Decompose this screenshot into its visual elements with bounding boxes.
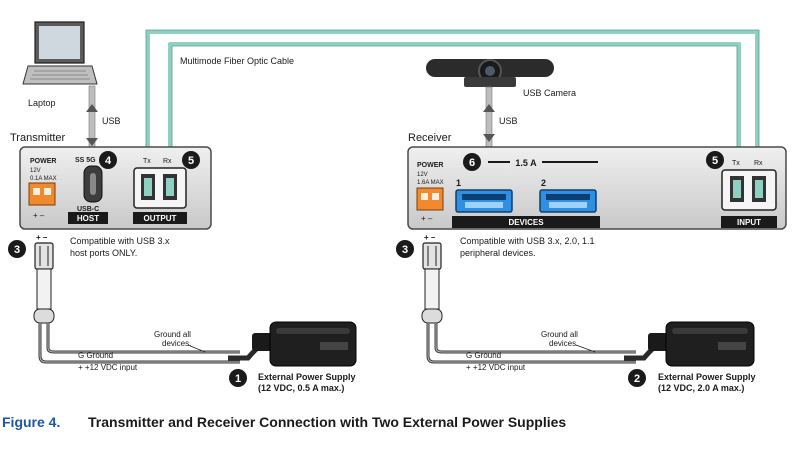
svg-text:5: 5	[712, 155, 718, 167]
usb-label-right: USB	[499, 116, 518, 126]
rx-port2-label: 2	[541, 178, 546, 188]
right-ground-all-1: Ground all	[541, 330, 578, 339]
rx-port1-label: 1	[456, 178, 461, 188]
usb-label-left: USB	[102, 116, 121, 126]
rx-input-label-box	[721, 216, 777, 228]
rx-usb-port-1	[455, 189, 513, 213]
svg-text:1: 1	[235, 373, 241, 385]
laptop-icon	[22, 21, 98, 85]
usb-cable-right	[483, 86, 495, 154]
rx-devices-label-box	[452, 216, 600, 228]
left-supply-title: External Power Supply	[258, 372, 356, 382]
tx-output-label: OUTPUT	[144, 214, 177, 223]
tx-power-terminal	[28, 182, 56, 206]
left-g-ground: G Ground	[78, 351, 113, 360]
right-supply-spec: (12 VDC, 2.0 A max.)	[658, 383, 744, 393]
tx-note-line1: Compatible with USB 3.x	[70, 236, 170, 246]
svg-text:5: 5	[188, 155, 194, 167]
rx-power-spec-1: 12V	[417, 172, 428, 178]
left-supply-spec: (12 VDC, 0.5 A max.)	[258, 383, 344, 393]
right-ground-all-2: devices.	[549, 339, 578, 348]
tx-power-label: POWER	[30, 158, 56, 165]
right-g-ground: G Ground	[466, 351, 501, 360]
figure-caption: Figure 4. Transmitter and Receiver Conne…	[0, 414, 795, 434]
tx-note-line2: host ports ONLY.	[70, 248, 137, 258]
fiber-cable-rx	[168, 42, 741, 190]
transmitter-panel: POWER 12V 0.1A MAX + – SS 5G USB-C HOST …	[19, 146, 212, 230]
right-power-wiring: + – Ground all devices. G Ground + +12 V…	[421, 233, 636, 372]
tx-usb-port-text: SS 5G	[75, 157, 96, 164]
callout-3-right: 3	[396, 240, 414, 258]
left-power-supply	[228, 321, 357, 367]
right-supply-title: External Power Supply	[658, 372, 756, 382]
tx-power-spec-1: 12V	[30, 168, 41, 174]
svg-text:3: 3	[14, 244, 20, 256]
callout-4: 4	[99, 151, 117, 169]
rx-rx-label: Rx	[754, 160, 763, 167]
tx-terminal-polarity: + –	[33, 211, 45, 220]
rx-input-label: INPUT	[737, 218, 761, 227]
rx-terminal-polarity: + –	[421, 214, 433, 223]
usb-camera-label: USB Camera	[523, 88, 576, 98]
svg-text:6: 6	[469, 157, 475, 169]
figure-title: Transmitter and Receiver Connection with…	[88, 414, 567, 430]
left-power-wiring: + – Ground all devices. G Ground + +12 V…	[33, 233, 240, 372]
rx-power-terminal	[416, 187, 444, 211]
rx-devices-label: DEVICES	[508, 218, 544, 227]
callout-6: 6	[463, 153, 481, 171]
left-ground-all-2: devices.	[162, 339, 191, 348]
fiber-cable-outline	[145, 29, 760, 190]
right-power-plug	[422, 242, 442, 270]
callout-5-receiver: 5	[706, 151, 724, 169]
tx-tx-label: Tx	[143, 158, 151, 165]
svg-text:4: 4	[105, 155, 112, 167]
fiber-cable-tx	[146, 30, 759, 190]
right-plus-vdc: + +12 VDC input	[466, 363, 526, 372]
rx-tx-label: Tx	[732, 160, 740, 167]
svg-text:3: 3	[402, 244, 408, 256]
left-plus-vdc: + +12 VDC input	[78, 363, 138, 372]
callout-5-transmitter: 5	[182, 151, 200, 169]
callout-1: 1	[229, 369, 247, 387]
tx-power-spec-2: 0.1A MAX	[30, 176, 57, 182]
tx-host-label: HOST	[77, 214, 99, 223]
callout-2: 2	[628, 369, 646, 387]
receiver-label: Receiver	[408, 132, 452, 144]
fiber-optic-cables	[146, 30, 759, 190]
rx-note-line2: peripheral devices.	[460, 248, 536, 258]
rx-usb-port-2	[539, 189, 597, 213]
tx-host-label-box	[68, 212, 108, 224]
tx-rx-label: Rx	[163, 158, 172, 165]
right-power-supply	[624, 321, 755, 367]
left-power-plug	[34, 242, 54, 270]
rx-power-label: POWER	[417, 162, 443, 169]
usb-camera-icon	[426, 59, 554, 87]
laptop-label: Laptop	[28, 98, 56, 108]
svg-text:2: 2	[634, 373, 640, 385]
left-ground-all-1: Ground all	[154, 330, 191, 339]
transmitter-label: Transmitter	[10, 132, 66, 144]
figure-number: Figure 4.	[2, 414, 61, 430]
tx-output-label-box	[133, 212, 187, 224]
left-plug-polarity: + –	[36, 233, 48, 242]
right-plug-polarity: + –	[424, 233, 436, 242]
receiver-panel: POWER 12V 1.6A MAX + – 1.5 A 1 2 DEVICES…	[407, 146, 787, 230]
fiber-cable-label: Multimode Fiber Optic Cable	[180, 56, 294, 66]
rx-power-spec-2: 1.6A MAX	[417, 180, 444, 186]
callout-3-left: 3	[8, 240, 26, 258]
tx-usb-c-label: USB-C	[77, 206, 99, 213]
rx-note-line1: Compatible with USB 3.x, 2.0, 1.1	[460, 236, 595, 246]
rx-current-label: 1.5 A	[515, 158, 537, 168]
